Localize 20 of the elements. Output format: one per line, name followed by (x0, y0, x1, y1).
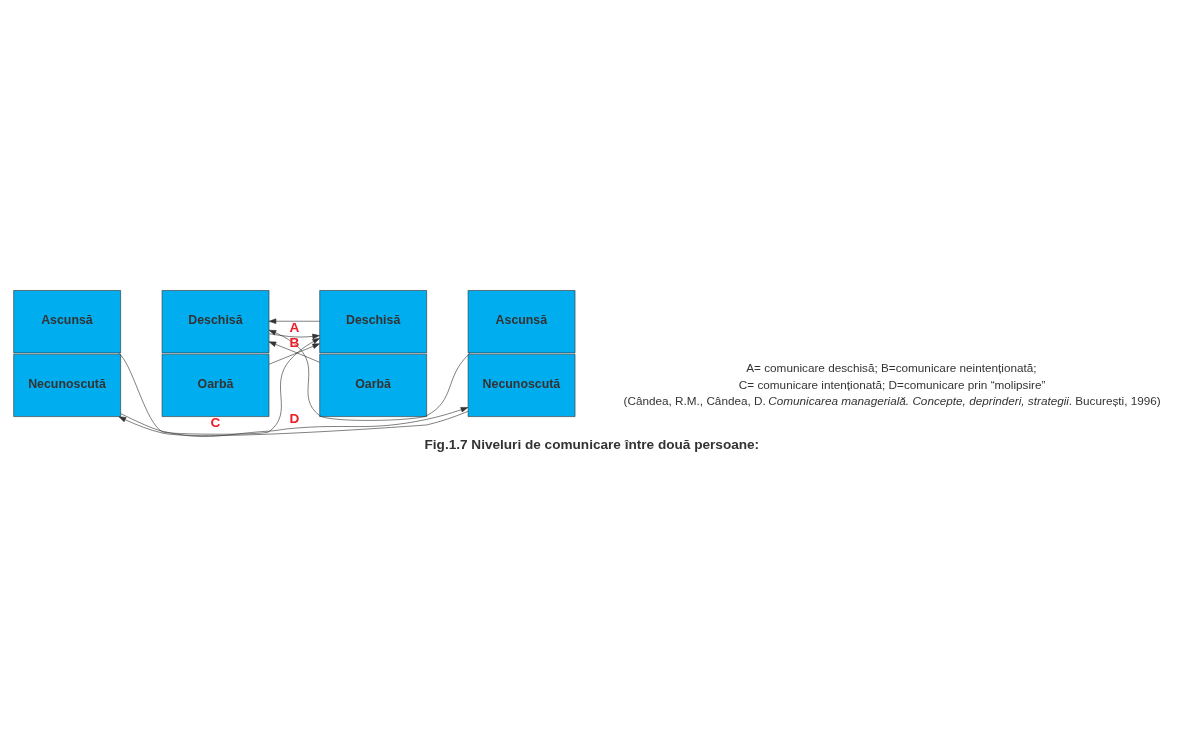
node-box: Necunoscută (467, 353, 576, 417)
label: (Cândea, R.M., Cândea, D. Comunicarea managerială. Concepte, deprinderi, strategii. București, 1996) (623, 393, 1161, 407)
node-box: Ascunsă (467, 289, 576, 353)
edge-label: C (210, 414, 221, 430)
arrow (268, 329, 471, 421)
edge-label: B (289, 334, 300, 350)
arrow (118, 337, 320, 435)
arrow (268, 318, 320, 324)
node-box: Necunoscută (13, 353, 121, 417)
label: C= comunicare intenționată; D=comunicare prin “molipsire” (738, 377, 1046, 391)
node-box: Deschisă (161, 289, 270, 353)
label: A= comunicare deschisă; B=comunicare neintenționată; (746, 360, 1037, 374)
node-box: Ascunsă (13, 289, 121, 353)
edge-label: A (289, 319, 300, 335)
caption: Fig.1.7 Niveluri de comunicare între două persoane: (424, 436, 760, 452)
edge-label: D (289, 410, 300, 426)
node-box: Deschisă (319, 289, 427, 353)
node-box: Oarbă (161, 353, 270, 417)
arrow (268, 332, 320, 339)
node-box: Oarbă (319, 353, 427, 417)
